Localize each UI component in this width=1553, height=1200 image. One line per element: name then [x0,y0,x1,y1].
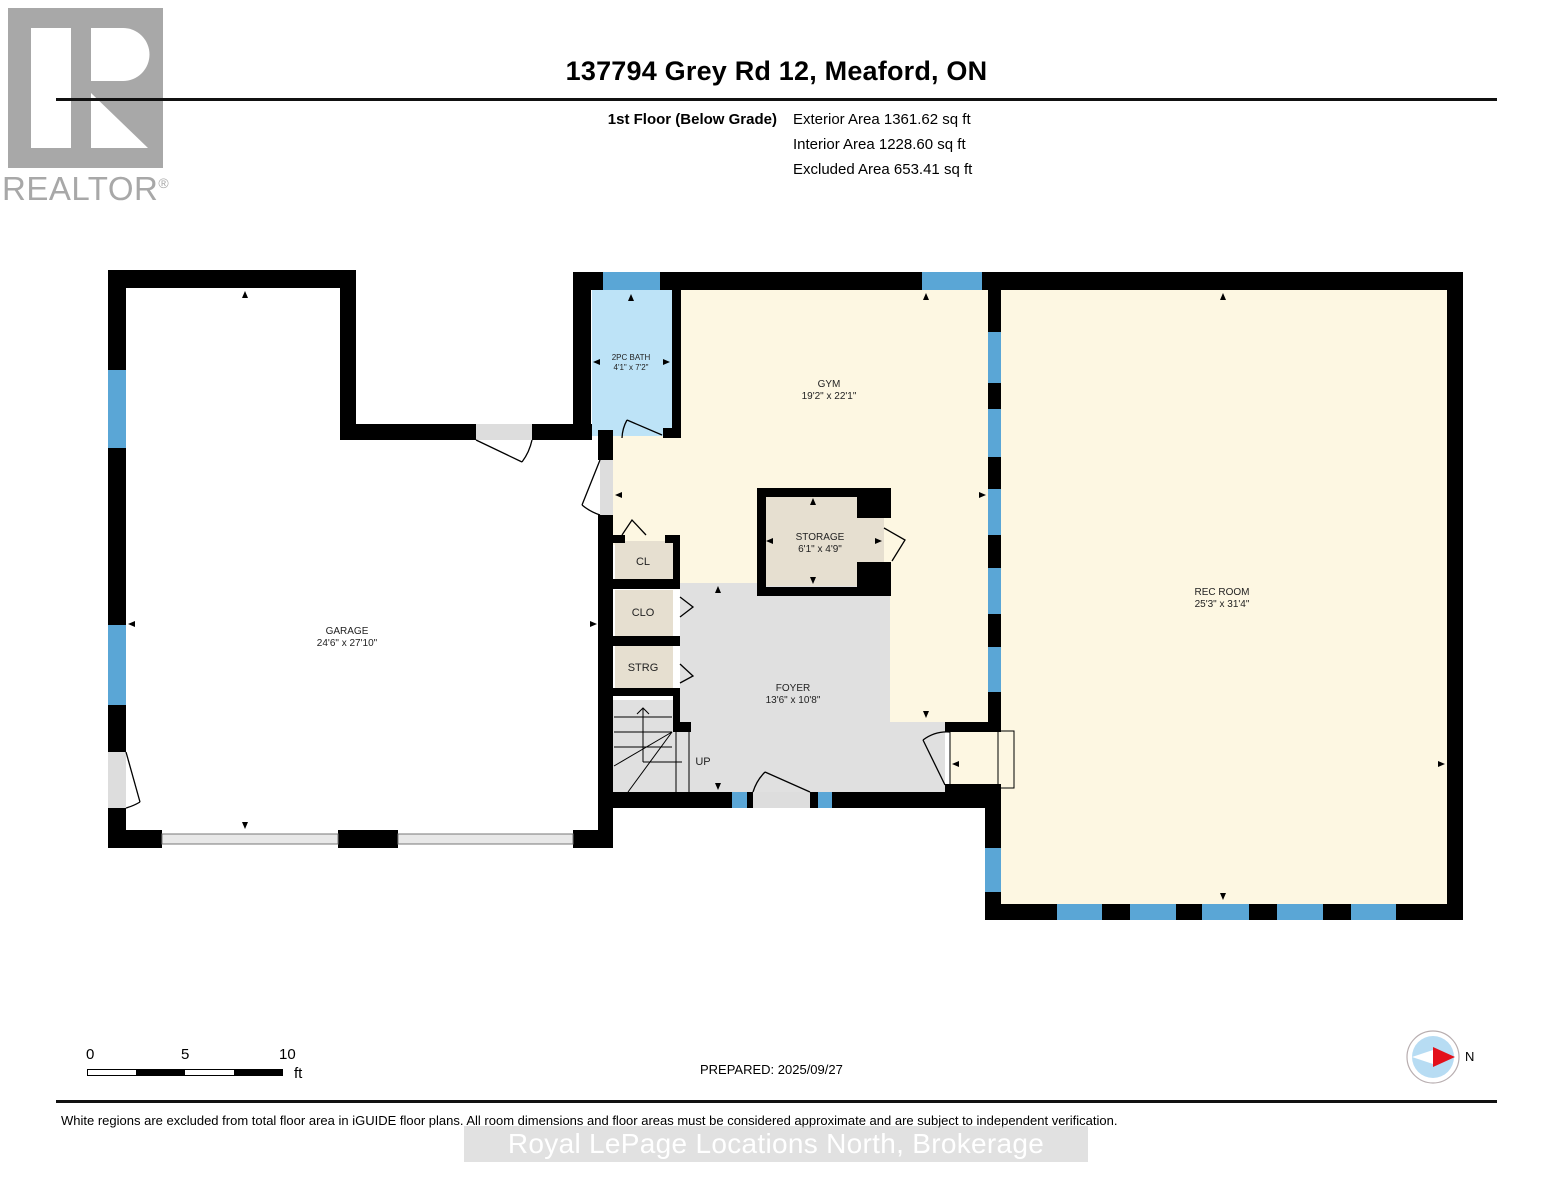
rec-room-fill [1000,290,1447,904]
footer-divider [56,1100,1497,1103]
windows [108,272,1396,920]
floor-label: 1st Floor (Below Grade) [607,111,777,128]
stairs-up-label: UP [695,756,710,768]
foyer-dimensions: 13'6" x 10'8" [766,695,821,706]
realtor-r-icon [8,8,163,168]
scale-bar: 0 5 10 ft [86,1046,326,1086]
strg-fill [615,646,673,688]
realtor-wordmark: REALTOR [2,170,159,207]
clo-label: CLO [632,607,655,619]
clo-fill [615,590,673,636]
foyer-label: FOYER [776,683,810,694]
scale-tick-10: 10 [279,1046,296,1063]
rec-room-label: REC ROOM [1195,587,1250,598]
dimension-arrows [128,291,1445,900]
interior-area: Interior Area 1228.60 sq ft [793,136,966,153]
bath-label: 2PC BATH [612,353,651,362]
gym-label: GYM [818,379,841,390]
bath-dimensions: 4'1" x 7'2" [614,363,649,372]
excluded-area: Excluded Area 653.41 sq ft [793,161,973,178]
page-title: 137794 Grey Rd 12, Meaford, ON [565,56,988,86]
strg-label: STRG [628,662,659,674]
scale-bar-graphic [87,1069,283,1076]
bath-fill [592,290,672,436]
cl-label: CL [636,556,650,568]
rec-room-dimensions: 25'3" x 31'4" [1195,599,1250,610]
foyer-fill [612,583,945,792]
stairs [613,707,690,793]
door-swings [108,419,1015,809]
garage-dimensions: 24'6" x 27'10" [317,638,378,649]
compass-n-label: N [1465,1049,1475,1064]
header-divider [56,98,1497,101]
gym-dimensions: 19'2" x 22'1" [802,391,857,402]
prepared-date: PREPARED: 2025/09/27 [700,1062,843,1077]
exterior-area: Exterior Area 1361.62 sq ft [793,111,971,128]
realtor-logo: REALTOR® [2,8,178,208]
disclaimer-text: White regions are excluded from total fl… [61,1113,1118,1128]
scale-tick-5: 5 [181,1046,190,1063]
north-arrow-icon [1406,1030,1460,1084]
cl-fill [615,541,673,579]
garage-doors [161,833,574,845]
garage-label: GARAGE [326,626,369,637]
compass: N [1403,1028,1483,1088]
storage-dimensions: 6'1" x 4'9" [798,544,842,555]
storage-label: STORAGE [796,532,845,543]
registered-mark: ® [158,175,170,191]
scale-unit: ft [294,1065,303,1082]
scale-tick-0: 0 [86,1046,95,1063]
brokerage-watermark: Royal LePage Locations North, Brokerage [464,1126,1088,1162]
floor-plan: GARAGE 24'6" x 27'10" 2PC BATH 4'1" x 7'… [108,270,1463,920]
